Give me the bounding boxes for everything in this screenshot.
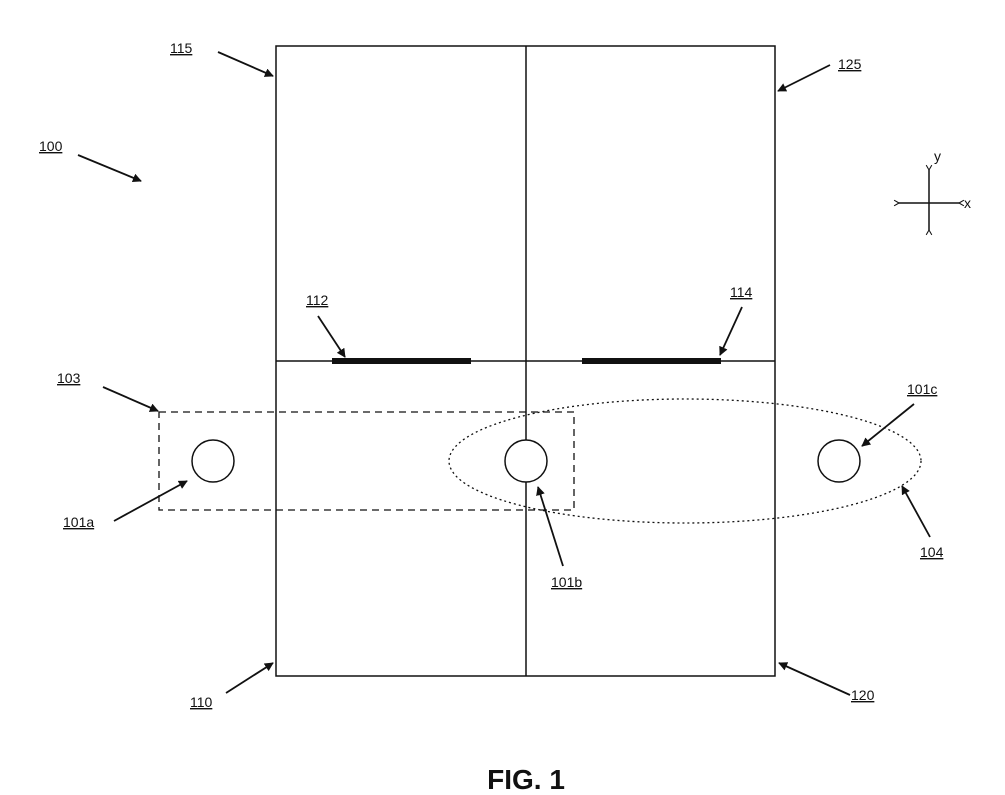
arrow-110 — [226, 663, 273, 693]
arrow-114 — [720, 307, 742, 355]
y-axis-label: y — [934, 148, 941, 164]
bar-114 — [582, 358, 721, 364]
label-120: 120 — [851, 687, 875, 703]
arrow-101b — [538, 487, 563, 566]
arrow-103 — [103, 387, 158, 411]
label-125: 125 — [838, 56, 862, 72]
label-103: 103 — [57, 370, 81, 386]
label-101c: 101c — [907, 381, 937, 397]
arrow-125 — [778, 65, 830, 91]
label-104: 104 — [920, 544, 944, 560]
label-100: 100 — [39, 138, 63, 154]
label-101a: 101a — [63, 514, 94, 530]
circle-101b — [505, 440, 547, 482]
label-110: 110 — [190, 694, 213, 710]
circle-101a — [192, 440, 234, 482]
arrow-104 — [902, 486, 930, 537]
label-112: 112 — [306, 292, 329, 308]
circle-101c — [818, 440, 860, 482]
label-114: 114 — [730, 284, 753, 300]
x-axis-label: x — [964, 195, 971, 211]
bar-112 — [332, 358, 471, 364]
label-101b: 101b — [551, 574, 582, 590]
arrow-101a — [114, 481, 187, 521]
arrow-112 — [318, 316, 345, 357]
arrow-100 — [78, 155, 141, 181]
label-115: 115 — [170, 40, 193, 56]
arrow-115 — [218, 52, 273, 76]
arrow-120 — [779, 663, 850, 695]
axes-indicator — [899, 170, 959, 230]
figure-caption: FIG. 1 — [487, 764, 565, 795]
